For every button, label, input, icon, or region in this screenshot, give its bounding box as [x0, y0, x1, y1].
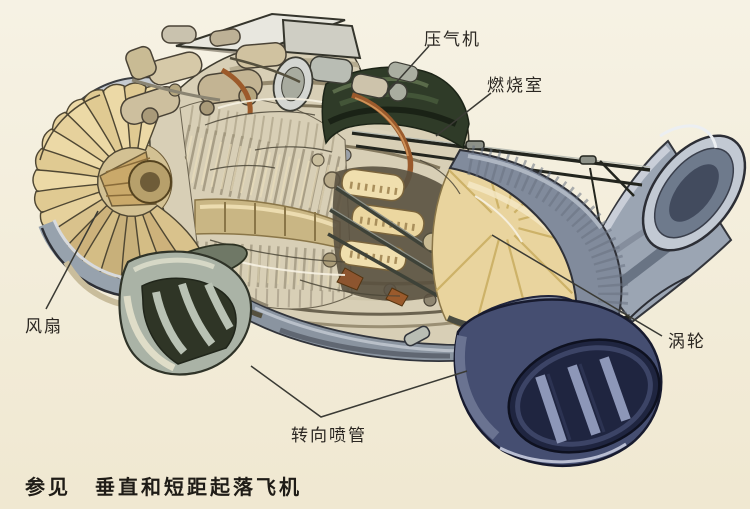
label-fan: 风扇	[25, 317, 63, 336]
leader-combustion	[435, 92, 492, 137]
caption-see-also-prefix: 参见	[25, 477, 71, 499]
compressor-section	[179, 97, 353, 310]
belly-duct	[173, 247, 472, 362]
label-turbine: 涡轮	[668, 332, 706, 351]
label-vectoring-nozzle: 转向喷管	[291, 426, 367, 445]
caption-see-also-text: 垂直和短距起落飞机	[95, 477, 302, 499]
label-combustion-chamber: 燃烧室	[487, 76, 544, 95]
rear-far-nozzle	[584, 124, 747, 355]
leader-lines	[45, 45, 663, 418]
leader-nozzle	[250, 365, 468, 418]
leader-compressor	[382, 45, 430, 98]
label-compressor: 压气机	[424, 30, 481, 49]
leader-turbine	[491, 234, 663, 337]
rear-near-nozzle	[453, 295, 663, 468]
front-left-nozzle	[118, 243, 253, 376]
leader-fan	[45, 210, 99, 310]
